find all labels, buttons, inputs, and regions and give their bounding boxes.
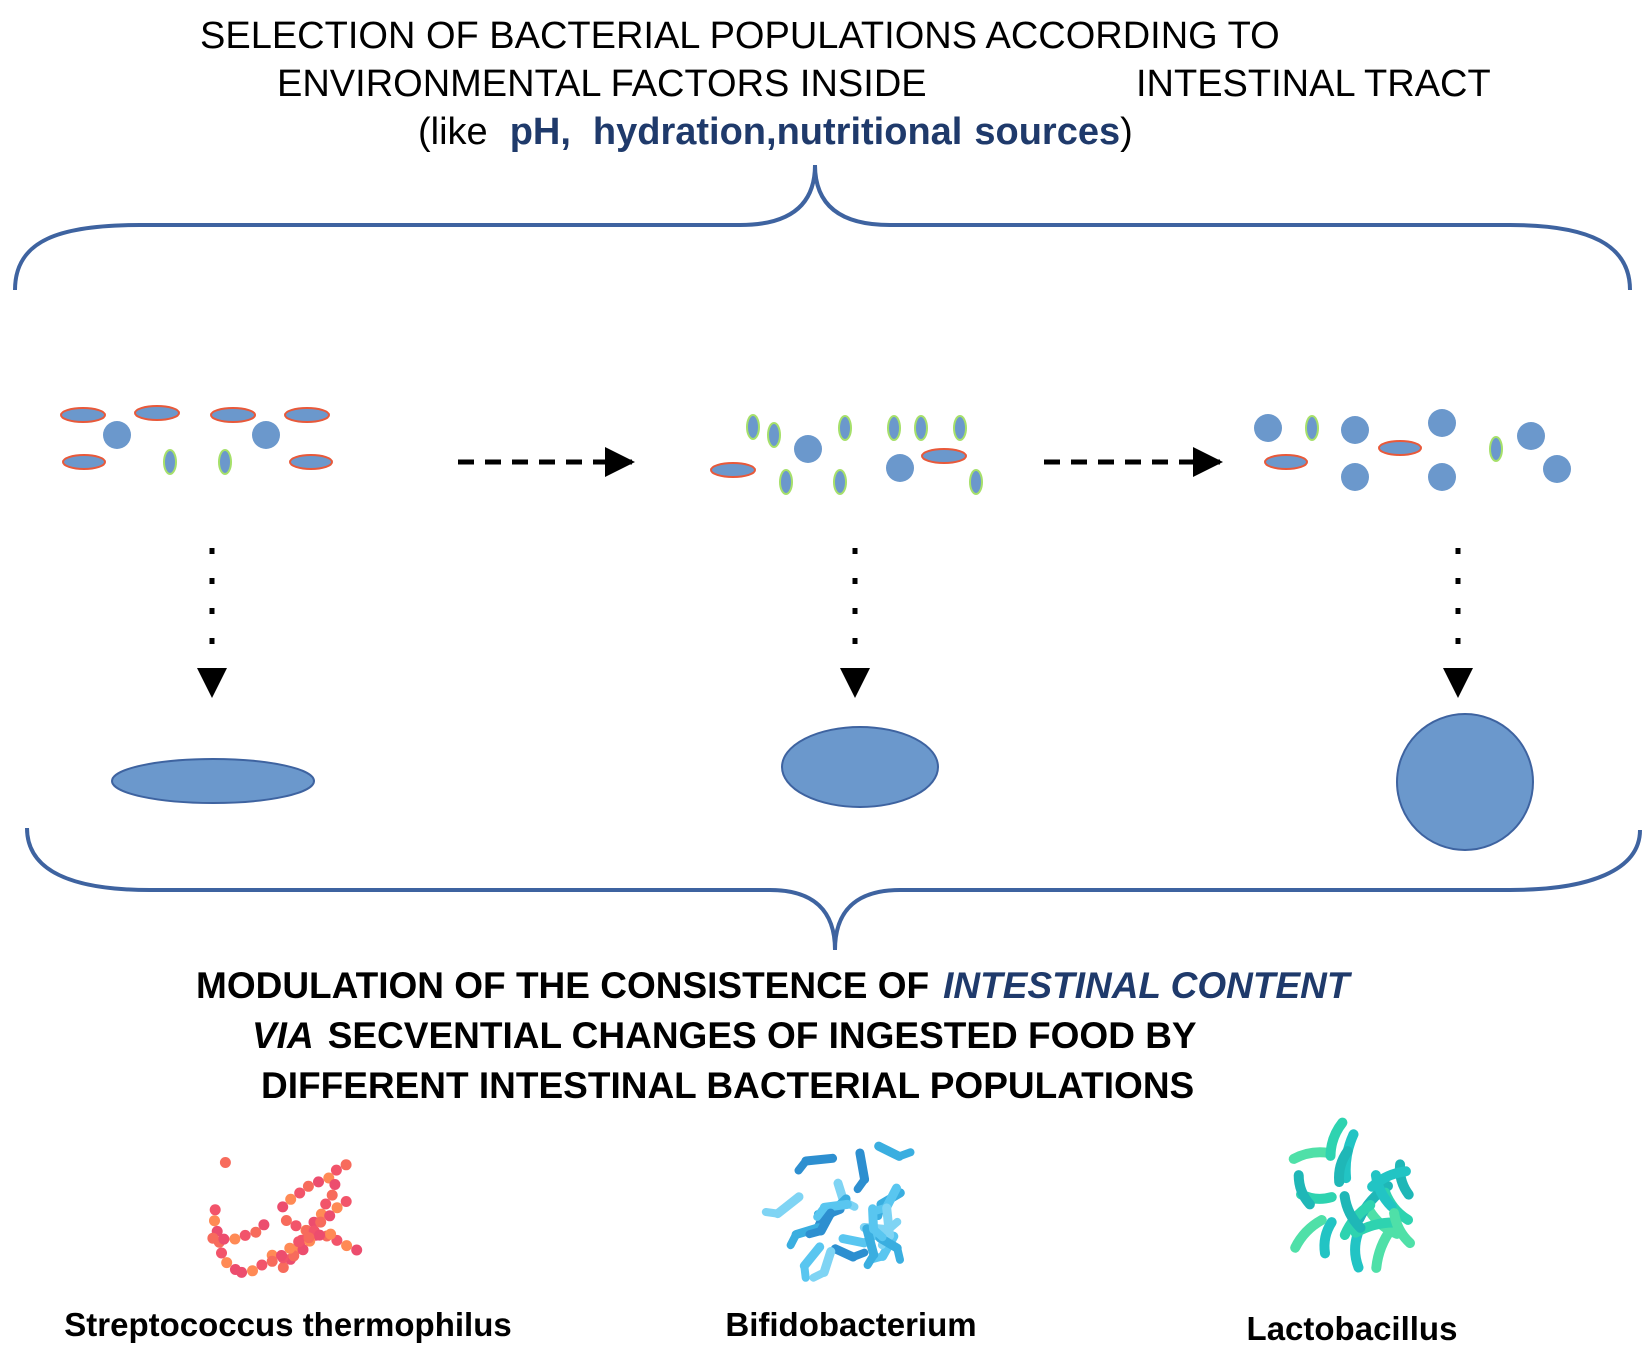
small-rod-cell	[218, 449, 232, 475]
stage-1-cells	[60, 405, 333, 475]
coccus-cell	[1428, 463, 1456, 491]
coccus-cell	[1341, 416, 1369, 444]
small-rod-cell	[1305, 415, 1319, 441]
rod-cell	[134, 405, 180, 421]
small-rod-cell	[953, 415, 967, 441]
small-rod-cell	[887, 415, 901, 441]
coccus-cell	[886, 454, 914, 482]
bottom-brace	[25, 827, 1642, 951]
rod-cell	[62, 454, 106, 470]
factor-sources: sources	[974, 111, 1120, 153]
content-shape-oval	[781, 726, 939, 808]
small-rod-cell	[969, 469, 983, 495]
factor-ph: pH,	[510, 111, 571, 153]
rod-cell	[1264, 454, 1308, 470]
small-rod-cell	[779, 469, 793, 495]
small-rod-cell	[838, 415, 852, 441]
small-rod-cell	[1489, 436, 1503, 462]
rod-cell	[710, 462, 756, 478]
species-label-streptococcus: Streptococcus thermophilus	[64, 1306, 511, 1343]
rod-cell	[60, 407, 106, 423]
rod-cell	[284, 407, 330, 423]
small-rod-cell	[833, 469, 847, 495]
content-shape-round	[1396, 713, 1534, 851]
species-label-bifidobacterium: Bifidobacterium	[725, 1306, 976, 1343]
bottom-title-line3: DIFFERENT INTESTINAL BACTERIAL POPULATIO…	[261, 1065, 1194, 1106]
top-title-line2-right: INTESTINAL TRACT	[1136, 63, 1491, 105]
species-label-lactobacillus: Lactobacillus	[1247, 1310, 1458, 1347]
coccus-cell	[1341, 463, 1369, 491]
coccus-cell	[103, 421, 131, 449]
coccus-cell	[1254, 414, 1282, 442]
rods-cluster-icon	[1288, 1117, 1415, 1273]
top-title-line2-left: ENVIRONMENTAL FACTORS INSIDE	[277, 63, 927, 105]
rod-cell	[1378, 440, 1422, 456]
small-rod-cell	[914, 415, 928, 441]
cocci-chain-cluster-icon	[207, 1157, 363, 1278]
branched-rods-cluster-icon	[761, 1141, 915, 1282]
coccus-cell	[1517, 422, 1545, 450]
stage-3-cells	[1254, 409, 1571, 491]
small-rod-cell	[163, 449, 177, 475]
coccus-cell	[794, 435, 822, 463]
content-shape-flat	[111, 758, 315, 804]
coccus-cell	[1428, 409, 1456, 437]
stage-2-cells	[710, 414, 983, 495]
rod-cell	[921, 448, 967, 464]
coccus-cell	[252, 421, 280, 449]
rod-cell	[210, 407, 256, 423]
rod-cell	[289, 454, 333, 470]
top-title-line1: SELECTION OF BACTERIAL POPULATIONS ACCOR…	[200, 15, 1280, 57]
factor-hydration: hydration,	[593, 111, 777, 153]
small-rod-cell	[746, 414, 760, 440]
top-title: SELECTION OF BACTERIAL POPULATIONS ACCOR…	[200, 15, 1491, 153]
small-rod-cell	[767, 422, 781, 448]
coccus-cell	[1543, 455, 1571, 483]
factor-nutritional: nutritional	[777, 111, 963, 153]
top-brace	[13, 164, 1632, 291]
